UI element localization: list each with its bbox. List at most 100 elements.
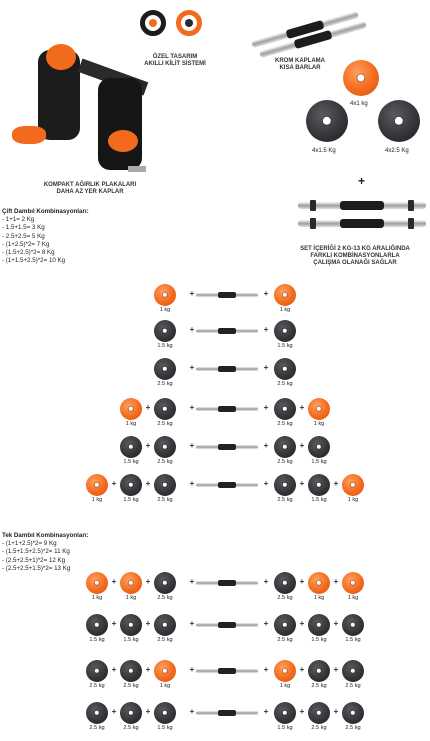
plus-sign: + [111, 707, 117, 716]
bar-grip [217, 668, 237, 674]
plus-sign: + [263, 289, 269, 298]
dumbbell-bar [196, 444, 258, 450]
orange-plate [274, 284, 296, 306]
graphite-plate [274, 474, 296, 496]
plus-sign: + [263, 577, 269, 586]
plus-sign: + [299, 479, 305, 488]
plus-sign: + [263, 707, 269, 716]
plate-weight-label: 1.5 kg [89, 637, 105, 643]
plate-weight-label: 1 kg [313, 595, 325, 601]
orange-plate [342, 474, 364, 496]
plus-sign: + [263, 363, 269, 372]
plate-weight-label: 2.5 kg [311, 725, 327, 731]
list-item: - (1.5+2.5)*2= 8 Kg [2, 249, 55, 257]
list-item: - (1.5+1.5+2.5)*2= 11 Kg [2, 548, 70, 556]
graphite-plate [308, 474, 330, 496]
plus-sign: + [189, 479, 195, 488]
orange-plate-1kg [343, 60, 379, 96]
orange-plate [86, 572, 108, 594]
plus-sign: + [145, 707, 151, 716]
plate-weight-label: 2.5 kg [157, 381, 173, 387]
plus-sign: + [145, 665, 151, 674]
plate-label-4x2-5: 4x2.5 Kg [385, 148, 409, 154]
plate-weight-label: 2.5 kg [157, 497, 173, 503]
orange-plate [120, 398, 142, 420]
plus-sign: + [189, 441, 195, 450]
bar-grip [217, 482, 237, 488]
list-item: - 1.5+1.5= 3 Kg [2, 224, 45, 232]
plate-label-4x1-5: 4x1.5 Kg [312, 148, 336, 154]
bar-image-1 [298, 200, 426, 211]
graphite-plate [120, 614, 142, 636]
plate-weight-label: 1.5 kg [311, 459, 327, 465]
plus-sign: + [145, 441, 151, 450]
list-item: - (2.5+2.5+1)*2= 12 Kg [2, 556, 66, 564]
graphite-plate [154, 572, 176, 594]
plate-weight-label: 1.5 kg [157, 725, 173, 731]
plus-sign: + [333, 707, 339, 716]
plus-sign: + [111, 619, 117, 628]
lock-collar-image-1 [140, 10, 166, 36]
double-combinations-list: Çift Dambıl Kombinasyonları: - 1+1= 2 Kg… [2, 208, 132, 265]
plus-sign: + [299, 403, 305, 412]
plate-weight-label: 1.5 kg [123, 497, 139, 503]
plate-weight-label: 1 kg [125, 421, 137, 427]
graphite-plate [274, 320, 296, 342]
plate-weight-label: 1.5 kg [277, 343, 293, 349]
plus-sign: + [263, 619, 269, 628]
lock-collar-image-2 [176, 10, 202, 36]
graphite-plate [274, 702, 296, 724]
bar-grip [217, 444, 237, 450]
plus-sign: + [189, 363, 195, 372]
plus-sign: + [189, 403, 195, 412]
double-list-title: Çift Dambıl Kombinasyonları: [2, 208, 89, 215]
dumbbell-bar [196, 622, 258, 628]
bar-grip [217, 406, 237, 412]
plate-weight-label: 1 kg [279, 307, 291, 313]
dumbbell-bar [196, 580, 258, 586]
plate-weight-label: 1.5 kg [311, 497, 327, 503]
graphite-plate [154, 614, 176, 636]
orange-plate [120, 572, 142, 594]
bar-grip [217, 328, 237, 334]
plus-sign: + [145, 619, 151, 628]
plus-sign: + [145, 403, 151, 412]
orange-plate [308, 398, 330, 420]
list-item: - 2.5+2.5= 5 Kg [2, 232, 45, 240]
plus-sign: + [358, 174, 366, 188]
graphite-plate [120, 436, 142, 458]
graphite-plate [86, 702, 108, 724]
plus-sign: + [263, 441, 269, 450]
plus-sign: + [299, 441, 305, 450]
plate-weight-label: 2.5 kg [277, 595, 293, 601]
plus-sign: + [145, 479, 151, 488]
plate-weight-label: 1 kg [91, 497, 103, 503]
list-item: - (1+1+2.5)*2= 9 Kg [2, 540, 57, 548]
graphite-plate [120, 660, 142, 682]
chrome-bars-image [250, 8, 367, 59]
graphite-plate [308, 614, 330, 636]
dumbbell-bar [196, 482, 258, 488]
plus-sign: + [111, 479, 117, 488]
plate-weight-label: 2.5 kg [157, 595, 173, 601]
plate-weight-label: 1 kg [125, 595, 137, 601]
graphite-plate [342, 702, 364, 724]
graphite-plate [274, 398, 296, 420]
plus-sign: + [263, 479, 269, 488]
plus-sign: + [299, 707, 305, 716]
plus-sign: + [189, 707, 195, 716]
graphite-plate [274, 358, 296, 380]
plate-weight-label: 2.5 kg [89, 725, 105, 731]
graphite-plate [154, 474, 176, 496]
plus-sign: + [299, 665, 305, 674]
plate-weight-label: 2.5 kg [277, 637, 293, 643]
bar-grip [217, 580, 237, 586]
graphite-plate [274, 436, 296, 458]
plate-weight-label: 2.5 kg [157, 637, 173, 643]
orange-plate [308, 572, 330, 594]
graphite-plate [154, 398, 176, 420]
plate-weight-label: 2.5 kg [89, 683, 105, 689]
orange-plate [154, 660, 176, 682]
